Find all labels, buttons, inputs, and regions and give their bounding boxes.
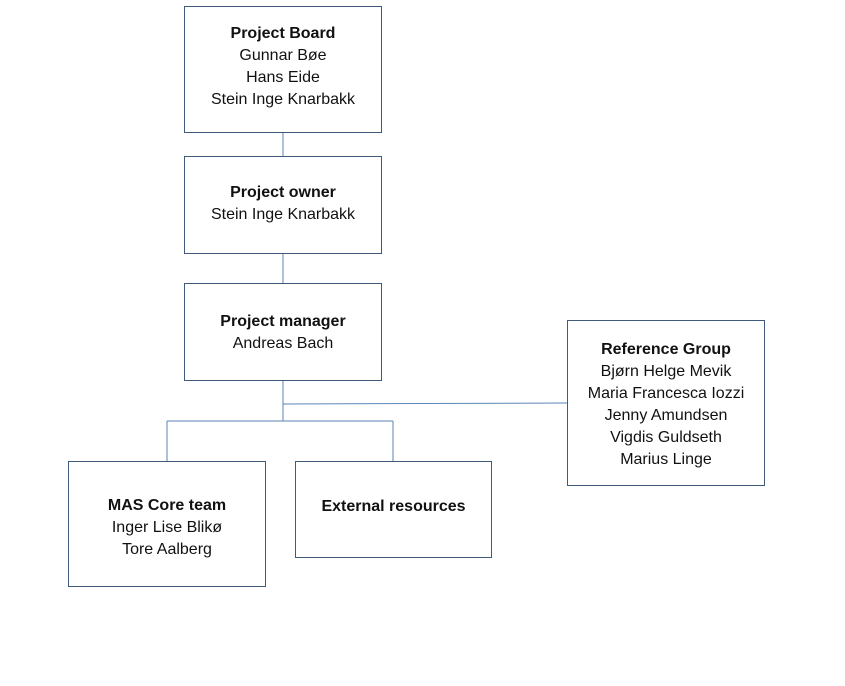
project-manager-member: Andreas Bach <box>232 335 334 352</box>
reference-group-member: Vigdis Guldseth <box>610 429 722 446</box>
connector-reference-branch <box>282 402 568 405</box>
mas-core-team-member: Inger Lise Blikø <box>111 519 223 536</box>
project-board-title: Project Board <box>230 25 336 42</box>
mas-core-team-member: Tore Aalberg <box>122 541 212 558</box>
external-resources-title: External resources <box>321 498 466 515</box>
project-owner-title: Project owner <box>230 184 336 201</box>
mas-core-team-box: MAS Core team Inger Lise Blikø Tore Aalb… <box>68 461 266 587</box>
project-manager-box: Project manager Andreas Bach <box>184 283 382 381</box>
project-manager-title: Project manager <box>220 313 346 330</box>
project-board-member: Gunnar Bøe <box>239 47 327 64</box>
external-resources-box: External resources <box>295 461 492 558</box>
project-board-member: Hans Eide <box>246 69 320 86</box>
project-board-member: Stein Inge Knarbakk <box>210 91 356 108</box>
project-owner-member: Stein Inge Knarbakk <box>210 206 356 223</box>
reference-group-member: Jenny Amundsen <box>604 407 728 424</box>
project-board-box: Project Board Gunnar Bøe Hans Eide Stein… <box>184 6 382 133</box>
reference-group-member: Maria Francesca Iozzi <box>587 385 745 402</box>
reference-group-title: Reference Group <box>601 341 731 358</box>
reference-group-member: Bjørn Helge Mevik <box>600 363 732 380</box>
project-owner-box: Project owner Stein Inge Knarbakk <box>184 156 382 254</box>
reference-group-box: Reference Group Bjørn Helge Mevik Maria … <box>567 320 765 486</box>
mas-core-team-title: MAS Core team <box>107 497 227 514</box>
reference-group-member: Marius Linge <box>620 451 712 468</box>
